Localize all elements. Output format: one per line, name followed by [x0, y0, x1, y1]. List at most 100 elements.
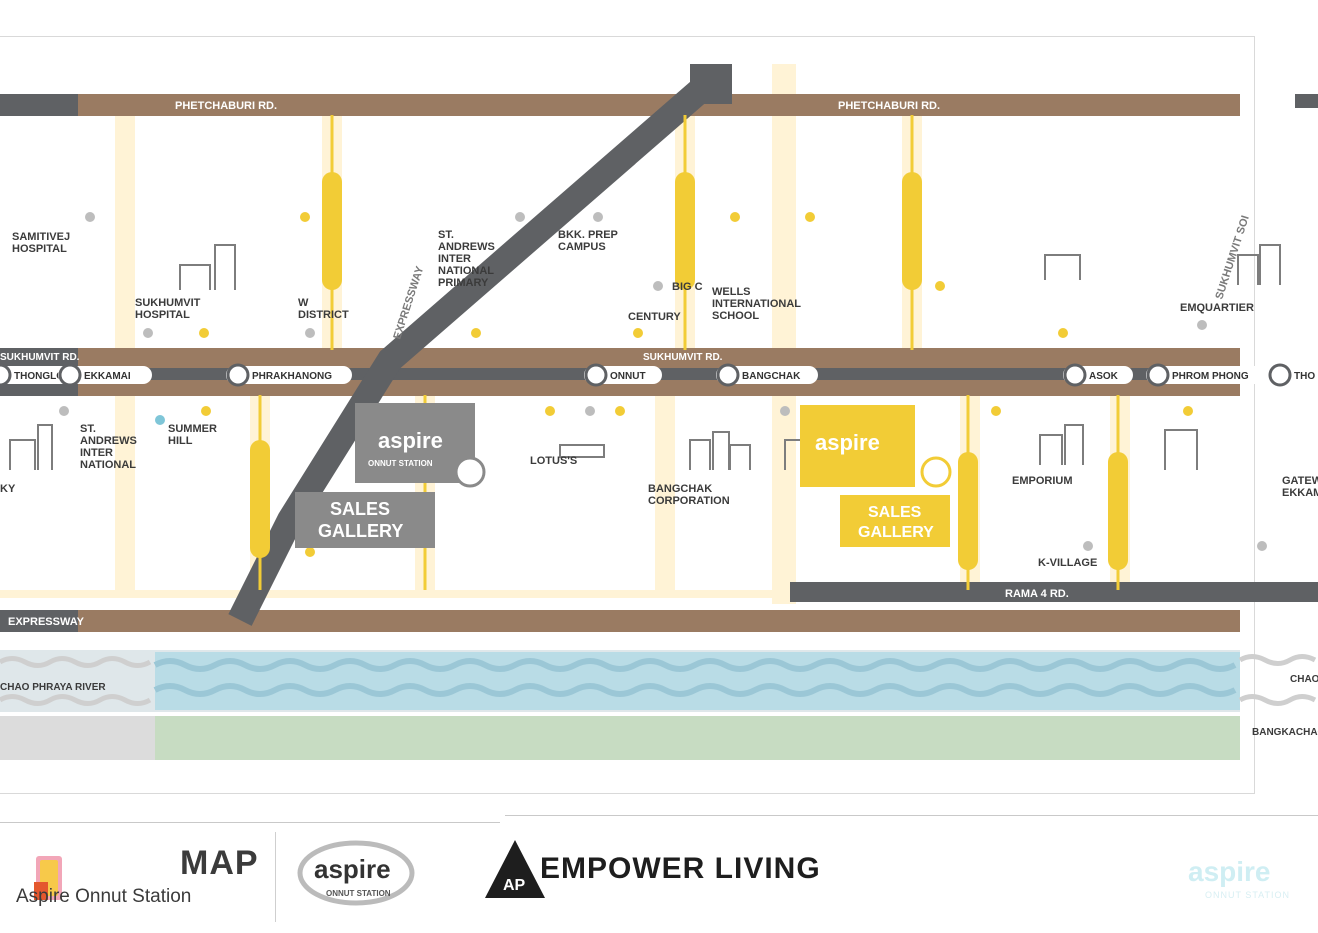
ap-logo-text: AP [503, 877, 526, 894]
sukhumvit-label-right: SUKHUMV [1272, 344, 1318, 355]
expressway-road-left-gray [0, 610, 78, 632]
sukhumvit-label-left: SUKHUMVIT RD. [0, 352, 80, 363]
place-marker [305, 328, 315, 338]
station-bangchak: BANGCHAK [716, 363, 818, 387]
bts-icon [584, 363, 608, 387]
aspire-logo-yellow: aspire [815, 430, 880, 455]
place-marker [593, 212, 603, 222]
river-waves [153, 658, 1237, 697]
footer-divider [275, 832, 276, 922]
place-marker [991, 406, 1001, 416]
bts-icon [1063, 363, 1087, 387]
river-waves-gray [0, 654, 1317, 706]
phetchaburi-road [78, 94, 1240, 116]
place-marker [935, 281, 945, 291]
sales-gallery-label: SALES GALLERY [318, 499, 403, 541]
aspire-panel-yellow [800, 405, 915, 487]
aspire-logo-footer: aspire ONNUT STATION [297, 840, 415, 906]
aspire-logo-map: aspire [378, 428, 443, 453]
bangkachao-label: BANGKACHAO [1252, 727, 1318, 738]
place-marker [1083, 541, 1093, 551]
station-pill [1146, 366, 1272, 384]
station-asok: ASOK [1063, 363, 1133, 387]
place-marker [545, 406, 555, 416]
station-phrakhanong: PHRAKHANONG [226, 363, 352, 387]
phetchaburi-label-right: PHETCHABURI RD. [838, 100, 940, 112]
station-pill [226, 366, 352, 384]
sales-gallery-line-2: GALLERY [318, 521, 403, 541]
river-label: CHAO PHRAYA RIVER [0, 682, 106, 693]
aspire-location-marker-gray [454, 456, 486, 488]
sales-gallery-yellow-line-2: GALLERY [858, 524, 934, 541]
station-label: EKKAMAI [84, 371, 131, 382]
sales-gallery-panel [295, 492, 435, 548]
place-marker [1257, 541, 1267, 551]
footer-right [505, 815, 1318, 933]
aspire-watermark: aspire [1188, 856, 1271, 887]
sales-gallery-yellow-label: SALES GALLERY [858, 504, 934, 541]
place-marker [199, 328, 209, 338]
place-marker [653, 281, 663, 291]
station-label: THO [1294, 371, 1315, 382]
place-marker [730, 212, 740, 222]
bts-icon [1268, 363, 1292, 387]
expressway-road [78, 610, 1240, 632]
map-frame [0, 36, 1255, 794]
bts-icon [226, 363, 250, 387]
bts-icon [716, 363, 740, 387]
place-marker [615, 406, 625, 416]
place-emporium: EMPORIUM [1012, 475, 1073, 487]
station-onnut: ONNUT [584, 363, 662, 387]
station-label: PHRAKHANONG [252, 371, 332, 382]
station-phrom-phong: PHROM PHONG [1146, 363, 1272, 387]
place-marker [305, 547, 315, 557]
station-label: ONNUT [610, 371, 646, 382]
aspire-logo-footer-text: aspire [314, 854, 391, 884]
place-marker [143, 328, 153, 338]
aspire-logo-footer-sub: ONNUT STATION [326, 889, 391, 898]
place-marker [1183, 406, 1193, 416]
river-label-right: CHAO [1290, 674, 1318, 685]
book-icon [34, 856, 62, 900]
map-subtitle: Aspire Onnut Station [16, 886, 192, 907]
place-marker [805, 212, 815, 222]
place-marker [300, 212, 310, 222]
sukhumvit-soi-label: SUKHUMVIT SOI [1213, 214, 1251, 301]
empower-living-text: EMPOWER LIVING [540, 852, 821, 885]
phetchaburi-road-left-gray [0, 94, 78, 116]
sales-gallery-yellow-line-1: SALES [868, 504, 922, 521]
station-pill [716, 366, 818, 384]
bts-icon [58, 363, 82, 387]
place-emquartier: EMQUARTIER [1180, 302, 1254, 314]
place-marker [633, 328, 643, 338]
green-strip-gray [0, 716, 155, 760]
aspire-watermark-sub: ONNUT STATION [1205, 890, 1290, 900]
place-marker [1058, 328, 1068, 338]
rama4-road [790, 582, 1318, 602]
station-ekkamai: EKKAMAI [58, 363, 152, 387]
place-marker [201, 406, 211, 416]
sales-gallery-yellow [840, 495, 950, 547]
station-label: ASOK [1089, 371, 1119, 382]
green-strip [155, 716, 1240, 760]
station-pill [58, 366, 152, 384]
bts-icon [1146, 363, 1170, 387]
place-ky: KY [0, 483, 16, 495]
place-marker [515, 212, 525, 222]
place-markers [59, 212, 1267, 557]
place-marker [155, 415, 165, 425]
footer-left [0, 822, 500, 933]
expressway-label: EXPRESSWAY [8, 616, 85, 628]
place-marker [1197, 320, 1207, 330]
